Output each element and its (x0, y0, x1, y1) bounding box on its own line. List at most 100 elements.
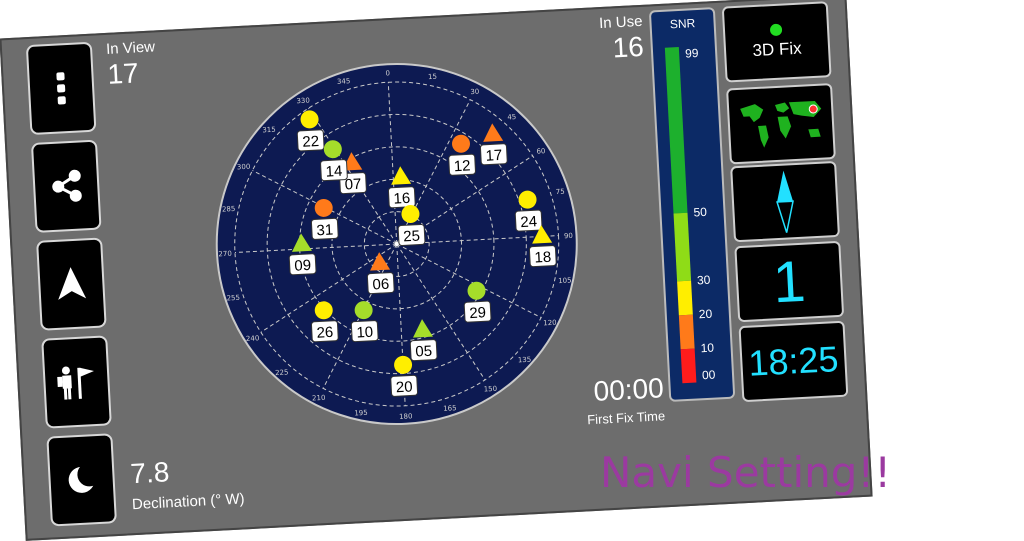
compass-tick-label: 195 (354, 409, 368, 418)
satellite-label-box (366, 272, 395, 295)
satellite-label-box (296, 129, 325, 152)
satellite-id-label: 16 (393, 190, 411, 208)
satellite-id-label: 05 (415, 343, 433, 361)
satellite-id-label: 22 (302, 133, 320, 151)
compass-tick-label: 45 (507, 113, 516, 121)
snr-tick-label: 50 (693, 205, 708, 220)
count-display-button[interactable]: 1 (734, 240, 845, 323)
snr-segment (678, 314, 695, 350)
world-map-button[interactable] (726, 83, 836, 165)
compass-tick-label: 60 (536, 147, 545, 155)
clock-button[interactable]: 18:25 (738, 320, 849, 403)
snr-tick-label: 10 (700, 340, 715, 356)
snr-tick-label: 20 (698, 306, 713, 322)
promo-caption: Navi Setting!! (600, 448, 892, 497)
compass-tick-label: 345 (337, 77, 351, 86)
azimuth-spoke (396, 243, 486, 381)
in-use-label: In Use (598, 12, 643, 33)
compass-tick-label: 30 (470, 88, 479, 96)
azimuth-spoke (387, 82, 398, 245)
satellite-id-label: 25 (403, 228, 421, 246)
zenith-marker (394, 242, 399, 247)
compass-tick-label: 75 (556, 188, 565, 196)
snr-segment (680, 348, 697, 384)
satellite-marker (323, 140, 342, 159)
compass-tick-label: 165 (443, 404, 457, 413)
compass-tick-label: 180 (399, 412, 413, 421)
azimuth-spoke (396, 155, 533, 245)
satellite-id-label: 07 (344, 176, 362, 194)
in-view-value: 17 (106, 57, 140, 90)
more-vert-icon (56, 72, 66, 105)
satellite-label-box (320, 159, 348, 182)
satellite-label-box (397, 223, 426, 246)
satellite-id-label: 26 (316, 324, 334, 342)
satellite-marker (532, 225, 553, 244)
satellite-marker (342, 152, 363, 171)
app-screen: In View 17 In Use 16 7.8 Declination (° … (0, 0, 873, 541)
declination-value: 7.8 (129, 456, 171, 490)
snr-tick-label: 30 (696, 272, 711, 288)
satellite-marker (483, 123, 504, 142)
world-map-icon (734, 92, 828, 156)
satellite-label-box (310, 320, 339, 343)
compass-tick-label: 135 (518, 356, 532, 365)
compass-tick-label: 90 (564, 232, 573, 240)
hiker-flag-icon (57, 366, 94, 400)
count-value: 1 (771, 248, 808, 315)
share-button[interactable] (30, 139, 102, 233)
satellite-marker (452, 134, 471, 153)
satellite-label-box (448, 153, 476, 176)
satellite-id-label: 06 (372, 276, 390, 294)
fix-status-button[interactable]: 3D Fix (721, 1, 832, 83)
satellite-marker (401, 204, 420, 223)
compass-tick-label: 315 (262, 126, 276, 135)
satellite-id-label: 12 (453, 157, 471, 175)
compass-tick-label: 150 (484, 385, 498, 394)
navigation-button[interactable] (36, 237, 107, 331)
satellite-id-label: 18 (534, 249, 552, 267)
satellite-id-label: 24 (520, 213, 538, 231)
menu-button[interactable] (25, 41, 97, 136)
satellite-label-box (387, 186, 416, 209)
moon-icon (68, 462, 102, 493)
compass-tick-label: 225 (275, 368, 289, 377)
compass-tick-label: 330 (296, 97, 310, 106)
compass-tick-label: 285 (222, 205, 236, 214)
satellite-id-label: 17 (485, 147, 503, 165)
night-mode-button[interactable] (46, 433, 117, 527)
satellite-id-label: 14 (325, 163, 343, 181)
satellite-id-label: 09 (294, 257, 312, 275)
azimuth-spoke (396, 99, 471, 245)
snr-tick-label: 99 (684, 45, 699, 61)
satellite-label-box (310, 217, 339, 240)
elevation-ring (363, 211, 430, 277)
satellite-marker (394, 355, 413, 374)
in-use-value: 16 (611, 30, 645, 64)
share-icon (52, 169, 82, 202)
hiker-flag-button[interactable] (41, 335, 112, 429)
snr-segment (664, 46, 688, 214)
satellite-label-box (350, 320, 379, 343)
azimuth-spoke (396, 243, 542, 319)
compass-needle-icon (776, 170, 794, 233)
satellite-marker (518, 190, 537, 209)
satellite-label-box (528, 245, 557, 268)
compass-tick-label: 15 (428, 73, 437, 81)
satellite-id-label: 31 (316, 221, 334, 239)
satellite-marker (314, 301, 333, 320)
satellite-id-label: 29 (469, 304, 487, 322)
in-view-label: In View (105, 38, 156, 58)
compass-tick-label: 210 (312, 394, 326, 403)
snr-title: SNR (669, 16, 696, 32)
snr-segment (673, 213, 692, 282)
fix-status-dot (769, 23, 783, 37)
clock-value: 18:25 (747, 338, 840, 384)
fix-status-text: 3D Fix (752, 38, 803, 61)
snr-tick-label: 00 (701, 367, 716, 383)
satellite-id-label: 20 (395, 378, 413, 396)
compass-button[interactable] (730, 160, 840, 243)
satellite-label-box (463, 300, 492, 323)
satellite-label-box (288, 253, 317, 276)
